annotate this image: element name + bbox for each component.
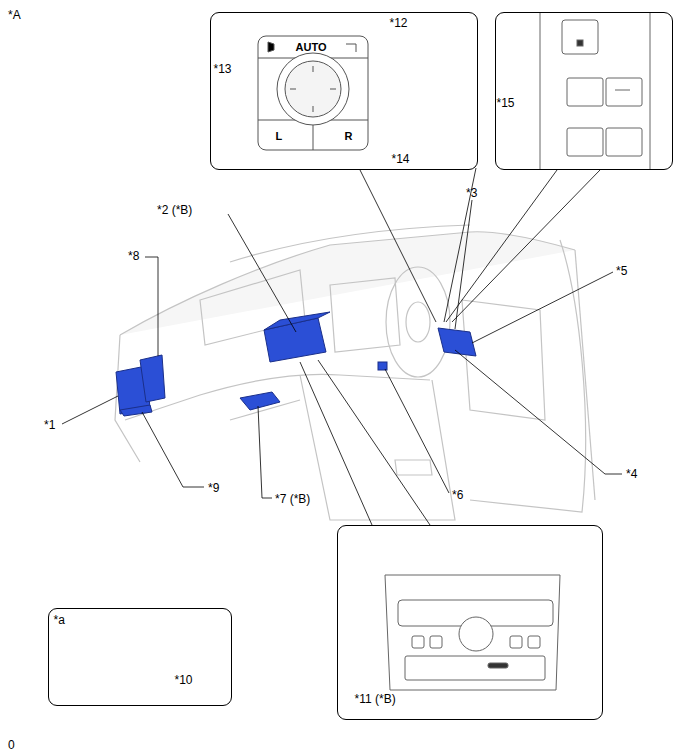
callout-number: *14 xyxy=(392,152,410,166)
callout-number: *5 xyxy=(616,264,627,278)
switch-marking: L xyxy=(276,129,283,143)
switch-marking: R xyxy=(345,129,353,143)
page-number: 0 xyxy=(8,738,15,752)
callout-number: *3 xyxy=(466,186,477,200)
mirror-switch-inset: AUTO L R *12 *13 *14 xyxy=(210,12,478,170)
part-inset: *a *10 xyxy=(48,608,232,706)
callout-number: *8 xyxy=(128,249,139,263)
callout-number: *10 xyxy=(175,673,193,687)
callout-number: *11 (*B) xyxy=(355,692,396,706)
callout-number: *1 xyxy=(44,418,55,432)
switch-marking: AUTO xyxy=(296,40,327,54)
callout-number: *15 xyxy=(497,96,515,110)
window-switch-inset: *15 xyxy=(495,12,673,170)
callout-number: *9 xyxy=(208,481,219,495)
callout-number: *7 (*B) xyxy=(275,492,310,506)
figure-label: *A xyxy=(8,8,21,22)
callout-number: *6 xyxy=(452,488,463,502)
callout-number: *13 xyxy=(214,62,232,76)
dashboard-sketch xyxy=(115,225,595,520)
callout-number: *12 xyxy=(390,16,408,30)
mirror-switch xyxy=(258,36,368,150)
callout-number: *4 xyxy=(626,467,637,481)
callout-number: *2 (*B) xyxy=(157,203,192,217)
window-switch xyxy=(540,12,650,170)
center-panel-inset: *11 (*B) xyxy=(337,525,603,720)
center-panel xyxy=(385,575,560,690)
figure-label: *a xyxy=(54,613,65,627)
inset-grounds xyxy=(48,12,673,720)
